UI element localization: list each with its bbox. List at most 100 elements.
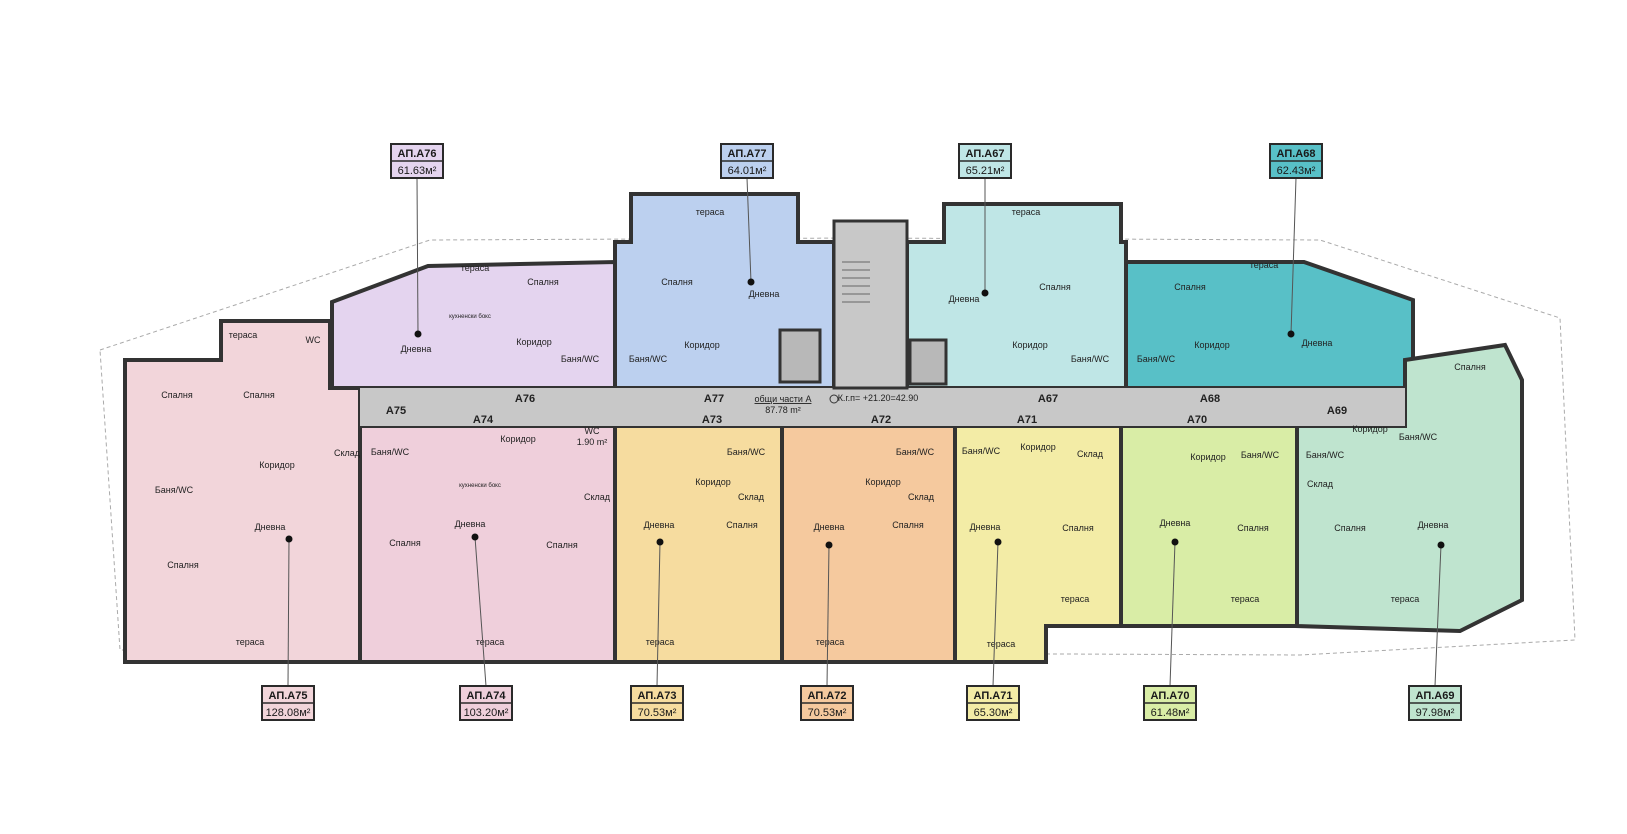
room-label: Коридор — [1194, 340, 1230, 350]
apartment-area: 65.21м² — [966, 165, 1005, 177]
room-label: Дневна — [1302, 338, 1333, 348]
room-label: Склад — [1307, 479, 1334, 489]
callout-dot — [747, 278, 755, 286]
room-label: Дневна — [1160, 518, 1191, 528]
entrance-label-a72: A72 — [871, 414, 891, 426]
stairs-icon — [842, 261, 870, 303]
stair-core — [832, 219, 909, 390]
apartment-a72[interactable] — [780, 424, 957, 664]
callout-dot — [994, 538, 1002, 546]
room-label: тераса — [461, 263, 490, 273]
apartment-callout-a69[interactable]: АП.А69 97.98м² — [1408, 685, 1462, 721]
room-label: Спалня — [546, 540, 578, 550]
apartment-area: 61.48м² — [1151, 707, 1190, 719]
room-label: Спалня — [1062, 523, 1094, 533]
room-label: Склад — [584, 492, 611, 502]
room-label: Коридор — [1190, 452, 1226, 462]
apartment-area: 128.08м² — [266, 707, 311, 719]
room-label: Дневна — [644, 520, 675, 530]
entrance-label-a69: A69 — [1327, 405, 1347, 417]
apartment-a71[interactable] — [953, 424, 1123, 664]
elevator-icon — [908, 338, 948, 386]
room-label: Коридор — [516, 337, 552, 347]
callout-leader — [416, 177, 419, 335]
callout-dot — [1437, 541, 1445, 549]
room-label: Баня/WC — [1137, 354, 1176, 364]
elevator-icon — [778, 328, 822, 384]
room-label: тераса — [476, 637, 505, 647]
room-label: Спалня — [389, 538, 421, 548]
apartments-layer — [123, 192, 1524, 664]
room-label: Спалня — [1174, 282, 1206, 292]
entrance-label-a73: A73 — [702, 414, 722, 426]
room-label: Спалня — [726, 520, 758, 530]
apartment-number: АП.А68 — [1277, 148, 1316, 160]
room-label: Дневна — [401, 344, 432, 354]
apartment-number: АП.А69 — [1416, 690, 1455, 702]
common-corridor — [360, 388, 1405, 426]
room-label: Спалня — [1039, 282, 1071, 292]
room-label: Спалня — [1334, 523, 1366, 533]
room-label: тераса — [1231, 594, 1260, 604]
room-label: Дневна — [1418, 520, 1449, 530]
apartment-a73[interactable] — [613, 424, 784, 664]
entrance-label-a75: A75 — [386, 405, 406, 417]
apartment-area: 61.63м² — [398, 165, 437, 177]
apartment-callout-a68[interactable]: АП.А68 62.43м² — [1269, 143, 1323, 179]
apartment-a75[interactable] — [123, 319, 362, 664]
apartment-area: 64.01м² — [728, 165, 767, 177]
apartment-callout-a67[interactable]: АП.А67 65.21м² — [958, 143, 1012, 179]
callout-dot — [1287, 330, 1295, 338]
apartment-area: 70.53м² — [808, 707, 847, 719]
room-label: Коридор — [684, 340, 720, 350]
floor-level: К.г.п= +21.20=42.90 — [838, 393, 919, 403]
apartment-number: АП.А75 — [269, 690, 308, 702]
common-area-name: общи части А — [755, 394, 812, 404]
callout-leader — [1434, 544, 1442, 687]
entrance-label-a74: A74 — [473, 414, 494, 426]
room-label: Дневна — [814, 522, 845, 532]
room-label: Спалня — [161, 390, 193, 400]
callout-leader — [656, 541, 661, 687]
room-label: Баня/WC — [1071, 354, 1110, 364]
apartment-area: 62.43м² — [1277, 165, 1316, 177]
room-label: тераса — [1391, 594, 1420, 604]
callout-leader — [992, 541, 999, 687]
room-label: тераса — [646, 637, 675, 647]
room-label: Спалня — [167, 560, 199, 570]
apartment-number: АП.А76 — [398, 148, 437, 160]
apartment-number: АП.А72 — [808, 690, 847, 702]
room-label: Баня/WC — [371, 447, 410, 457]
apartment-area: 97.98м² — [1416, 707, 1455, 719]
room-label: Спалня — [1454, 362, 1486, 372]
apartment-callout-a75[interactable]: АП.А75 128.08м² — [261, 685, 315, 721]
room-label: тераса — [816, 637, 845, 647]
apartment-number: АП.А71 — [974, 690, 1013, 702]
level-marker-icon — [829, 394, 839, 404]
room-label: тераса — [236, 637, 265, 647]
apartment-a76[interactable] — [330, 259, 617, 390]
room-label: Спалня — [243, 390, 275, 400]
apartment-area: 103.20м² — [464, 707, 509, 719]
room-area: 1.90 m² — [577, 437, 608, 447]
apartment-callout-a72[interactable]: АП.А72 70.53м² — [800, 685, 854, 721]
room-label: Баня/WC — [561, 354, 600, 364]
apartment-number: АП.А67 — [966, 148, 1005, 160]
room-label: Спалня — [661, 277, 693, 287]
apartment-a68[interactable] — [1124, 260, 1415, 390]
entrance-label-a71: A71 — [1017, 414, 1037, 426]
apartment-number: АП.А73 — [638, 690, 677, 702]
room-label: Дневна — [949, 294, 980, 304]
room-label: тераса — [1012, 207, 1041, 217]
room-label: Спалня — [527, 277, 559, 287]
common-area-size: 87.78 m² — [765, 405, 801, 415]
apartment-callout-a76[interactable]: АП.А76 61.63м² — [390, 143, 444, 179]
room-label: Баня/WC — [1241, 450, 1280, 460]
room-label: Дневна — [455, 519, 486, 529]
